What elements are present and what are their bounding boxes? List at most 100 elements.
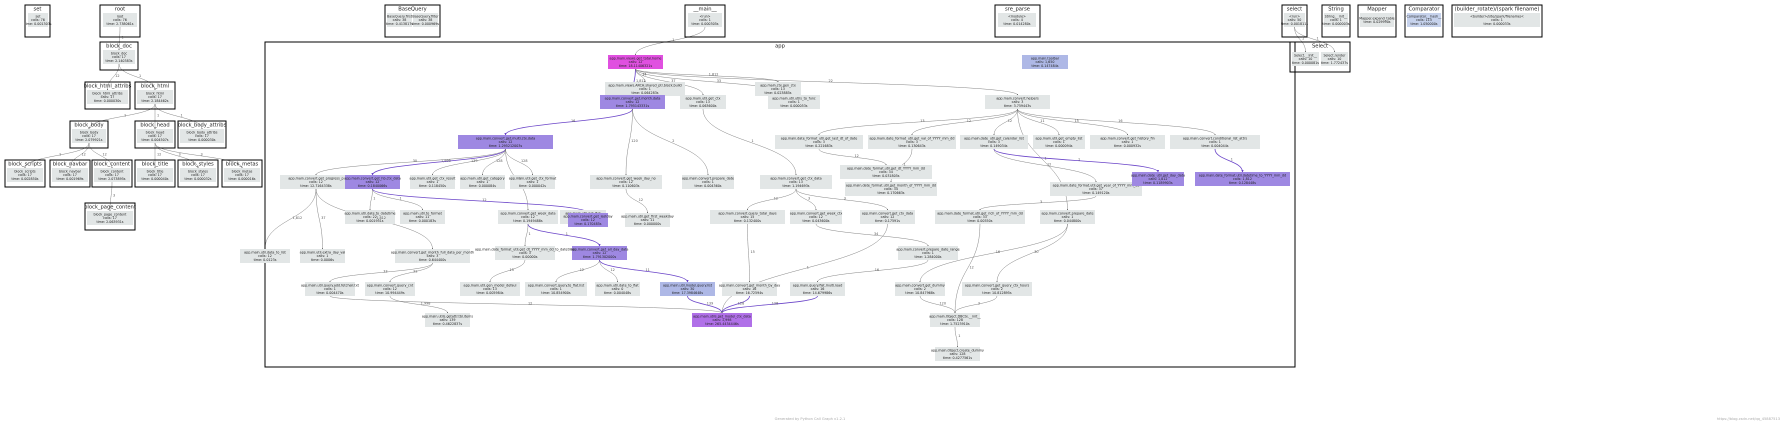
node-a_out2[interactable]: app.main.utils.get_model_ctx_datacalls: …	[692, 313, 752, 327]
node-label-line: time: 0.002850s	[11, 177, 38, 181]
node-label-line: calls: 2	[991, 287, 1003, 291]
node-a_bigm[interactable]: app.main.convert.get_month_full_data_per…	[391, 249, 474, 263]
node-a_multi[interactable]: app.main.convert.get.multi.ctx.datacalls…	[458, 135, 553, 149]
node-a_q4[interactable]: app.main.convert.query.to_flat.listcalls…	[525, 282, 587, 296]
node-label-line: <run>	[1289, 14, 1300, 18]
node-box	[180, 129, 224, 143]
node-a_fmt1[interactable]: app.main.date_format.util.get_dt_YYYY_mm…	[840, 165, 932, 179]
frame-title: block_page_content	[84, 205, 136, 211]
node-a_alldays[interactable]: app.main.convert.get_all_day_datacalls: …	[571, 246, 629, 260]
node-a_fmt3[interactable]: app.main.date_format.util.get_year_of_YY…	[1050, 182, 1142, 196]
node-a_dt1[interactable]: app.main.date_format_util.get_last_dt_of…	[775, 135, 863, 149]
edge-count-label: 3	[201, 153, 203, 157]
node-a_dt3[interactable]: app.main.date_util.get_calendar_listcall…	[960, 135, 1028, 149]
node-a_fmt2[interactable]: app.main.date_format.util.get_month_of_Y…	[845, 182, 937, 196]
node-label-line: calls: 38	[393, 18, 407, 22]
edge-count-label: 1,998	[441, 159, 451, 163]
node-a_q1[interactable]: app.main.util.query.add.fetchall.txtcall…	[301, 282, 360, 296]
node-label-line: time: 0.000030s	[188, 138, 215, 142]
node-label-line: calls: 1,812	[1149, 177, 1168, 181]
node-a_l1[interactable]: app.main.views.ARCH.shared_ptr.block.bui…	[605, 82, 685, 96]
node-a_dt2[interactable]: app.main.date_format_util.get_val_of_YYY…	[868, 135, 956, 149]
node-a_q7[interactable]: app.main.convert.get_month_by_daycalls: …	[719, 282, 780, 296]
node-label-line: calls: 3	[988, 140, 1000, 144]
node-n_bdr[interactable]: <builder>/site/spark/filename/<calls: 1t…	[1454, 13, 1540, 27]
edge-a_bigm-a_q2	[389, 262, 433, 283]
node-a_yyyy[interactable]: app.main.date_format.util.datetime_to_YY…	[1195, 172, 1290, 186]
node-a_dt6[interactable]: app.main.convert.conditional_list_attrsc…	[1170, 135, 1260, 149]
node-a_q10[interactable]: app.main.convert.get_query_ctx_hourscall…	[962, 282, 1032, 296]
node-a_fmt4[interactable]: app.main.date_format.util.get_rich_of_YY…	[935, 210, 1025, 224]
frame-title: app	[775, 44, 785, 50]
node-a_dif[interactable]: app.main.convert.prepare_date_rangecalls…	[896, 246, 960, 260]
node-a_totdays[interactable]: app.main.convert.query_total_dayscalls: …	[710, 210, 785, 224]
node-a_out3[interactable]: app.main.Object.DBCtx.__init__calls: 128…	[929, 313, 981, 327]
node-label-line: app.main.util.to_format	[403, 211, 442, 215]
node-a_allday2[interactable]: app.main.date_format_util.get_dt_YYYY_mm…	[475, 246, 575, 260]
node-label-line: app.main.util.get_category	[460, 176, 504, 180]
edge-a_q9-a_out3	[919, 295, 956, 314]
